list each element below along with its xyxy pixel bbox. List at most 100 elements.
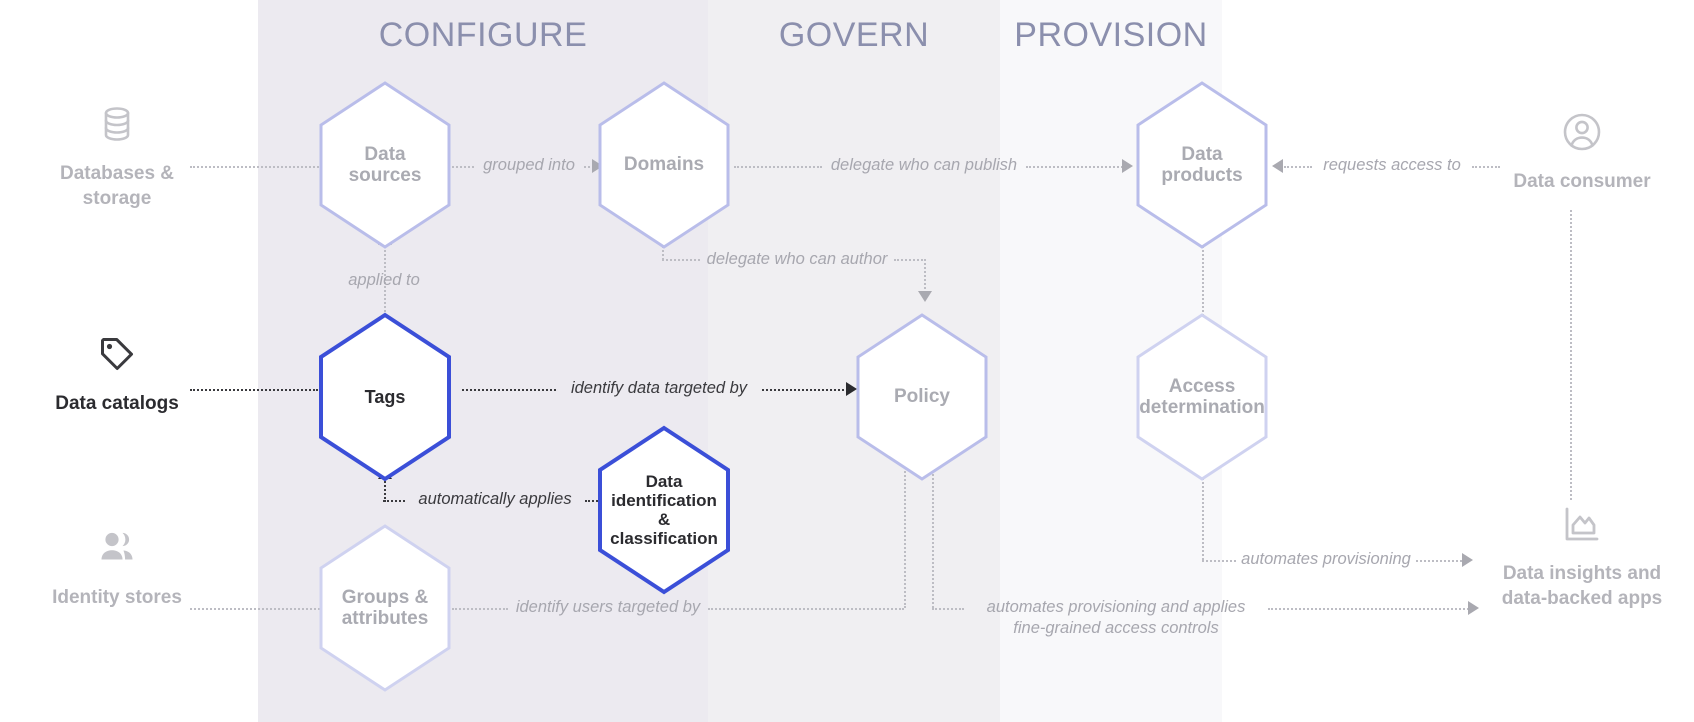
area-chart-icon (1472, 500, 1692, 548)
connector-domains-to-products-a (734, 166, 822, 168)
edge-label-delegate-who-can-publish: delegate who can publish (830, 156, 1018, 174)
connector-classification-to-tags-v (384, 478, 386, 502)
connector-access-to-insights-a (1202, 560, 1236, 562)
band-title-govern: GOVERN (778, 16, 930, 54)
label-line-1: Groups & (341, 586, 429, 608)
label-line-1: Data (364, 143, 406, 165)
label-line-1: Data insights and (1502, 563, 1662, 584)
connector-identity-to-groups (190, 608, 320, 610)
node-data-products[interactable]: Data products (1135, 80, 1269, 250)
connector-access-to-insights-b (1416, 560, 1466, 562)
node-policy[interactable]: Policy (855, 312, 989, 482)
connector-groups-to-policy-v (904, 460, 906, 608)
connector-domains-to-policy-h2 (894, 259, 926, 261)
database-icon (7, 100, 227, 148)
connector-policy-to-insights-a (932, 608, 964, 610)
connector-policy-to-insights-b (1268, 608, 1472, 610)
connector-data-sources-to-domains-b (584, 166, 594, 168)
connector-domains-to-policy-h1 (662, 259, 700, 261)
arrow-data-sources-to-domains (592, 159, 603, 173)
entity-data-catalogs: Data catalogs (7, 330, 227, 417)
connector-tags-to-policy-b (762, 389, 852, 391)
edge-label-identify-users-targeted-by: identify users targeted by (515, 598, 701, 616)
connector-policy-to-insights-v (932, 443, 934, 608)
hexagon-outline (319, 524, 451, 692)
arrow-policy-to-data-insights (1468, 601, 1479, 615)
node-groups-attributes[interactable]: Groups & attributes (318, 523, 452, 693)
node-label-tags: Tags (364, 386, 406, 407)
entity-data-consumer: Data consumer (1472, 108, 1692, 195)
connector-groups-to-policy-b (708, 608, 904, 610)
entity-identity-stores: Identity stores (7, 524, 227, 611)
entity-databases-storage: Databases & storage (7, 100, 227, 211)
label-line-1: Databases & (59, 163, 175, 184)
people-icon (7, 524, 227, 572)
label-line-2: determination (1139, 397, 1265, 418)
hexagon-outline (598, 81, 730, 249)
connector-tags-to-policy-a (462, 389, 556, 391)
connector-databases-to-data-sources (190, 166, 322, 168)
band-title-provision: PROVISION (1014, 16, 1208, 54)
connector-groups-to-policy-a (452, 608, 508, 610)
connector-classification-to-tags-a (383, 500, 405, 502)
connector-catalogs-to-tags (190, 389, 318, 391)
label-line-2: products (1161, 165, 1243, 186)
connector-consumer-to-insights (1570, 210, 1572, 500)
label-line-1: Access (1168, 375, 1236, 397)
label-line-2: attributes (341, 608, 429, 629)
edge-label-line-1: automates provisioning and applies (986, 598, 1246, 616)
edge-label-automates-provisioning: automates provisioning (1241, 550, 1411, 568)
connector-domains-to-policy-v2 (924, 259, 926, 293)
label-line-2: sources (348, 165, 422, 186)
label-line-2: identification & (611, 490, 717, 529)
connector-access-to-insights-v (1202, 446, 1204, 560)
node-label-data-products: Data products (1151, 144, 1252, 187)
arrow-domains-to-policy (918, 291, 932, 302)
label-line-2: storage (82, 187, 152, 209)
node-label-access-determination: Access determination (1129, 376, 1275, 419)
connector-domains-to-products-b (1026, 166, 1126, 168)
edge-label-delegate-who-can-author: delegate who can author (706, 250, 888, 268)
arrow-consumer-to-data-products (1272, 159, 1283, 173)
tag-icon (7, 330, 227, 378)
edge-label-line-2: fine-grained access controls (1013, 618, 1219, 637)
hexagon-outline (319, 312, 451, 482)
node-access-determination[interactable]: Access determination (1135, 312, 1269, 482)
node-label-data-sources: Data sources (339, 144, 432, 187)
connector-consumer-to-products-b (1472, 166, 1500, 168)
hexagon-outline (1136, 313, 1268, 481)
label-line-1: Data (1181, 143, 1223, 165)
node-label-policy: Policy (894, 386, 950, 408)
node-domains[interactable]: Domains (597, 80, 731, 250)
entity-label-identity-stores: Identity stores (52, 587, 182, 608)
hexagon-outline (598, 425, 730, 595)
node-label-domains: Domains (623, 154, 705, 176)
label-line-2: data-backed apps (1501, 587, 1663, 609)
edge-label-applied-to: applied to (348, 271, 420, 289)
arrow-access-to-data-insights (1462, 553, 1473, 567)
label-line-1: Data (645, 471, 683, 491)
edge-label-requests-access-to: requests access to (1323, 156, 1461, 174)
edge-label-grouped-into: grouped into (483, 156, 575, 174)
node-data-sources[interactable]: Data sources (318, 80, 452, 250)
label-line-3: classification (610, 529, 718, 549)
connector-classification-to-tags-b (585, 500, 605, 502)
connector-data-sources-to-domains-a (452, 166, 474, 168)
connector-products-to-access (1202, 222, 1204, 332)
node-data-identification-classification[interactable]: Data identification & classification (597, 425, 731, 595)
node-tags[interactable]: Tags (318, 312, 452, 482)
edge-label-automates-provisioning-and-applies: automates provisioning and applies fine-… (964, 597, 1268, 638)
hexagon-outline (856, 313, 988, 481)
edge-label-identify-data-targeted-by: identify data targeted by (570, 379, 748, 397)
entity-label-databases-storage: Databases & storage (7, 162, 227, 211)
arrow-domains-to-data-products (1122, 159, 1133, 173)
arrow-tags-to-policy (846, 382, 857, 396)
connector-consumer-to-products-a (1284, 166, 1312, 168)
connector-tags-to-data-sources (384, 245, 386, 320)
node-label-data-identification-classification: Data identification & classification (597, 472, 731, 548)
entity-label-data-consumer: Data consumer (1513, 171, 1651, 192)
entity-label-data-insights: Data insights and data-backed apps (1472, 562, 1692, 611)
hexagon-outline (319, 81, 451, 249)
entity-data-insights: Data insights and data-backed apps (1472, 500, 1692, 611)
